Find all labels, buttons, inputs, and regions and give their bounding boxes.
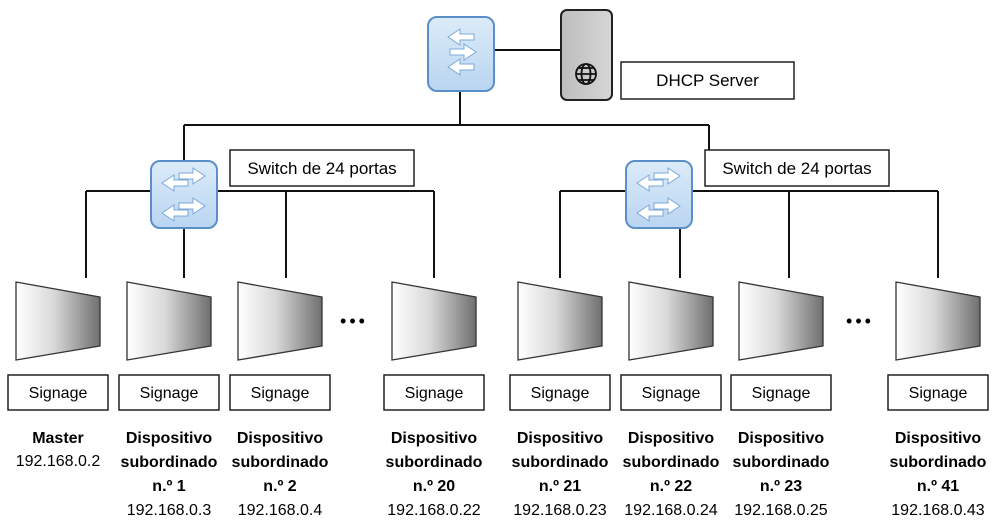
device-name-line: n.º 21 (539, 478, 581, 495)
signage-label-box (730, 374, 832, 411)
device-ip: 192.168.0.22 (387, 502, 481, 519)
signage-label-box (118, 374, 220, 411)
device-name-line: subordinado (386, 454, 483, 471)
switch-right-label: Switch de 24 portas (704, 149, 890, 187)
device-name-line: Dispositivo (391, 430, 477, 447)
dhcp-server-text: DHCP Server (656, 71, 759, 90)
device-name-line: subordinado (733, 454, 830, 471)
device-name-line: subordinado (890, 454, 987, 471)
ellipsis-left: ••• (340, 311, 368, 331)
device-ip: 192.168.0.23 (513, 502, 607, 519)
device-name-line: n.º 23 (760, 478, 802, 495)
core-switch-icon (427, 16, 495, 92)
device-name-line: subordinado (121, 454, 218, 471)
signage-label-box (887, 374, 989, 411)
signage-label-box (383, 374, 485, 411)
device-ip: 192.168.0.24 (624, 502, 718, 519)
device-name-line: Master (32, 430, 84, 447)
switch-right-icon (625, 160, 693, 229)
signage-label: Signage (909, 385, 968, 402)
device-name-line: subordinado (623, 454, 720, 471)
connection-lines (85, 49, 939, 278)
signage-label-box (229, 374, 331, 411)
device-name-line: Dispositivo (738, 430, 824, 447)
signage-label: Signage (531, 385, 590, 402)
device-name-line: n.º 1 (152, 478, 186, 495)
device-name-line: Dispositivo (126, 430, 212, 447)
signage-screen-icon (391, 281, 477, 361)
device-ip: 192.168.0.4 (238, 502, 323, 519)
device-ip: 192.168.0.43 (891, 502, 985, 519)
signage-label-box (7, 374, 109, 411)
ellipsis-right: ••• (846, 311, 874, 331)
signage-screen-icon (895, 281, 981, 361)
signage-screen-icon (15, 281, 101, 361)
device-name-line: n.º 2 (263, 478, 297, 495)
device-name-line: Dispositivo (517, 430, 603, 447)
signage-label: Signage (251, 385, 310, 402)
globe-icon (575, 63, 597, 85)
signage-label: Signage (29, 385, 88, 402)
signage-screen-icon (628, 281, 714, 361)
device-ip: 192.168.0.2 (16, 453, 101, 470)
signage-screen-icon (126, 281, 212, 361)
signage-screen-icon (517, 281, 603, 361)
signage-label-box (620, 374, 722, 411)
switch-right-text: Switch de 24 portas (722, 159, 871, 178)
signage-label: Signage (405, 385, 464, 402)
signage-label: Signage (140, 385, 199, 402)
switch-left-text: Switch de 24 portas (247, 159, 396, 178)
signage-label: Signage (752, 385, 811, 402)
switch-left-icon (150, 160, 218, 229)
device-ip: 192.168.0.25 (734, 502, 828, 519)
signage-label: Signage (642, 385, 701, 402)
device-ip: 192.168.0.3 (127, 502, 212, 519)
device-name-line: n.º 22 (650, 478, 692, 495)
device-name-line: subordinado (232, 454, 329, 471)
device-name-line: n.º 41 (917, 478, 959, 495)
switch-left-label: Switch de 24 portas (229, 149, 415, 187)
signage-screen-icon (237, 281, 323, 361)
device-name-line: Dispositivo (895, 430, 981, 447)
dhcp-server-icon (560, 9, 613, 101)
device-name-line: n.º 20 (413, 478, 455, 495)
signage-screen-icon (738, 281, 824, 361)
device-name-line: Dispositivo (628, 430, 714, 447)
device-name-line: subordinado (512, 454, 609, 471)
device-name-line: Dispositivo (237, 430, 323, 447)
signage-label-box (509, 374, 611, 411)
dhcp-server-label: DHCP Server (620, 61, 795, 100)
